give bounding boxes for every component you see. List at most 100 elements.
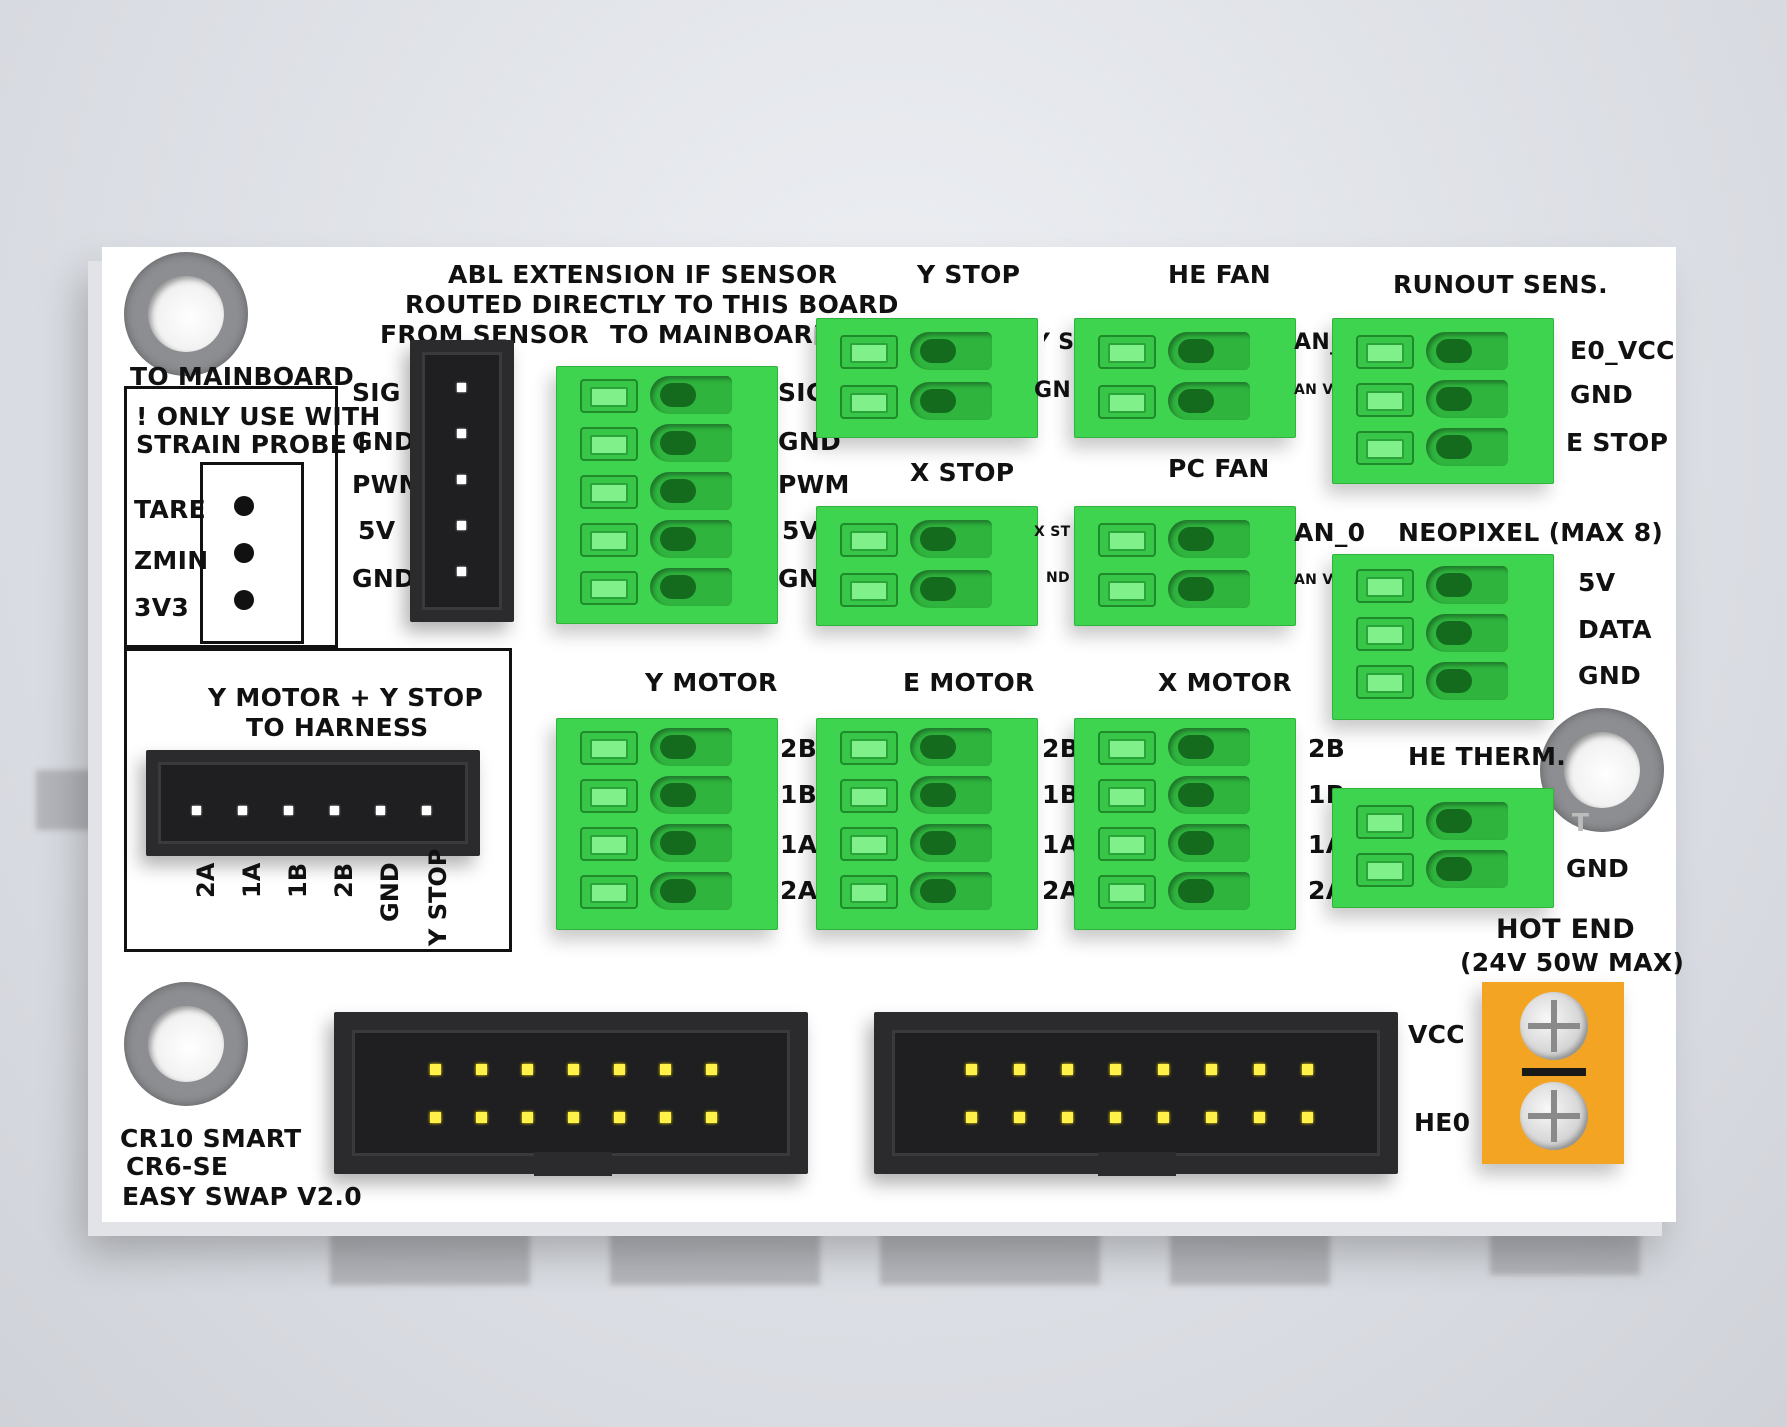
mounting-hole-bottom-left — [124, 982, 248, 1106]
idc-left-pin — [430, 1064, 441, 1075]
board-shadow-bottom-2 — [610, 1225, 820, 1285]
partial-label-an-v-2: AN V — [1294, 572, 1334, 588]
idc-right-pin — [1014, 1064, 1025, 1075]
strain-outer-frame — [124, 386, 338, 648]
board-shadow-bottom-1 — [330, 1225, 530, 1285]
idc-left-pin — [614, 1064, 625, 1075]
strain-warning-line1: ! ONLY USE WITH — [136, 402, 381, 431]
label-x-motor: X MOTOR — [1158, 668, 1292, 697]
mounting-hole-right — [1540, 708, 1664, 832]
neopixel-pin-5v: 5V — [1578, 568, 1616, 597]
idc-header-right — [874, 1012, 1398, 1176]
hotend-screw-vcc — [1520, 992, 1588, 1060]
abl-pin-right-3: PWM — [778, 470, 850, 499]
label-he-therm: HE THERM. — [1408, 742, 1567, 771]
partial-label-an-v: AN V — [1294, 382, 1334, 398]
idc-right-pin — [1206, 1112, 1217, 1123]
idc-right-pin — [1014, 1112, 1025, 1123]
idc-left-pin — [522, 1064, 533, 1075]
strain-warning-line2: STRAIN PROBE ! — [136, 430, 368, 459]
idc-left-pin — [568, 1112, 579, 1123]
idc-left-pin — [614, 1112, 625, 1123]
idc-left-pin — [476, 1112, 487, 1123]
runout-pin-gnd: GND — [1570, 380, 1634, 409]
neopixel-pin-gnd: GND — [1578, 661, 1642, 690]
label-e-motor: E MOTOR — [903, 668, 1035, 697]
abl-title-line1: ABL EXTENSION IF SENSOR — [448, 260, 838, 289]
harness-pin-4 — [330, 806, 339, 815]
hotend-screw-terminal — [1482, 982, 1624, 1164]
idc-left-pin — [568, 1064, 579, 1075]
y-stop-terminal — [816, 318, 1038, 438]
abl-to-mainboard: TO MAINBOARD — [610, 320, 835, 349]
harness-frame — [124, 648, 512, 952]
abl-terminal-block — [556, 366, 778, 624]
idc-right-pin — [1302, 1112, 1313, 1123]
harness-pin-label-ystop: Y STOP — [424, 848, 452, 946]
idc-left-pin — [660, 1112, 671, 1123]
abl-header-pin-3 — [457, 475, 466, 484]
board-shadow-bottom-3 — [880, 1225, 1100, 1285]
e-motor-pin-2a: 2A — [1042, 876, 1080, 905]
board-name-line1: CR10 SMART — [120, 1124, 302, 1153]
abl-header-pin-1 — [457, 383, 466, 392]
runout-pin-e0-vcc: E0_VCC — [1570, 336, 1675, 365]
idc-right-pin — [1062, 1064, 1073, 1075]
harness-pin-label-gnd: GND — [376, 862, 404, 922]
abl-pin-left-4: 5V — [358, 516, 396, 545]
he-fan-terminal — [1074, 318, 1296, 438]
y-motor-pin-1a: 1A — [780, 830, 818, 859]
strain-pin-tare: TARE — [134, 495, 206, 524]
e-motor-pin-1b: 1B — [1042, 780, 1080, 809]
idc-left-pin — [430, 1112, 441, 1123]
harness-pin-label-1b: 1B — [284, 863, 312, 898]
idc-left-pin — [660, 1064, 671, 1075]
strain-connector-outline — [200, 462, 304, 644]
neopixel-pin-data: DATA — [1578, 615, 1652, 644]
abl-pin-right-5: GN — [778, 564, 821, 593]
runout-pin-e-stop: E STOP — [1566, 428, 1669, 457]
abl-header-pin-5 — [457, 567, 466, 576]
idc-left-pin — [476, 1064, 487, 1075]
abl-title-line2: ROUTED DIRECTLY TO THIS BOARD — [405, 290, 899, 319]
partial-label-x-st: X ST — [1034, 524, 1071, 540]
harness-pin-3 — [284, 806, 293, 815]
hotend-screw-he0 — [1520, 1082, 1588, 1150]
idc-left-pin — [522, 1112, 533, 1123]
label-neopixel: NEOPIXEL (MAX 8) — [1398, 518, 1664, 547]
idc-right-pin — [1158, 1112, 1169, 1123]
idc-right-pin — [1110, 1064, 1121, 1075]
board-shadow-bottom-4 — [1170, 1225, 1330, 1285]
x-stop-terminal — [816, 506, 1038, 626]
idc-right-pin — [1062, 1112, 1073, 1123]
harness-pin-6 — [422, 806, 431, 815]
idc-right-pin — [1254, 1112, 1265, 1123]
idc-right-pin — [1302, 1064, 1313, 1075]
harness-pin-2 — [238, 806, 247, 815]
harness-title-line1: Y MOTOR + Y STOP — [208, 683, 484, 712]
hotend-pin-vcc: VCC — [1408, 1020, 1465, 1049]
label-x-stop: X STOP — [910, 458, 1015, 487]
idc-header-left — [334, 1012, 808, 1176]
e-motor-terminal — [816, 718, 1038, 930]
idc-right-pin — [1110, 1112, 1121, 1123]
x-motor-pin-2b: 2B — [1308, 734, 1346, 763]
abl-header-pin-4 — [457, 521, 466, 530]
harness-pin-label-2b: 2B — [330, 863, 358, 898]
partial-label-gn: GN — [1034, 378, 1072, 403]
idc-left-pin — [706, 1064, 717, 1075]
abl-pin-left-2: GND — [352, 427, 416, 456]
y-motor-pin-2a: 2A — [780, 876, 818, 905]
partial-label-an-0: AN_0 — [1294, 518, 1366, 547]
idc-right-pin — [1254, 1064, 1265, 1075]
e-motor-pin-1a: 1A — [1042, 830, 1080, 859]
y-motor-terminal — [556, 718, 778, 930]
harness-title-line2: TO HARNESS — [246, 713, 429, 742]
hotend-pin-he0: HE0 — [1414, 1108, 1471, 1137]
board-name-line3: EASY SWAP V2.0 — [122, 1182, 362, 1211]
pc-fan-terminal — [1074, 506, 1296, 626]
abl-sensor-header — [410, 340, 514, 622]
label-runout: RUNOUT SENS. — [1393, 270, 1608, 299]
runout-terminal — [1332, 318, 1554, 484]
idc-right-pin — [1158, 1064, 1169, 1075]
